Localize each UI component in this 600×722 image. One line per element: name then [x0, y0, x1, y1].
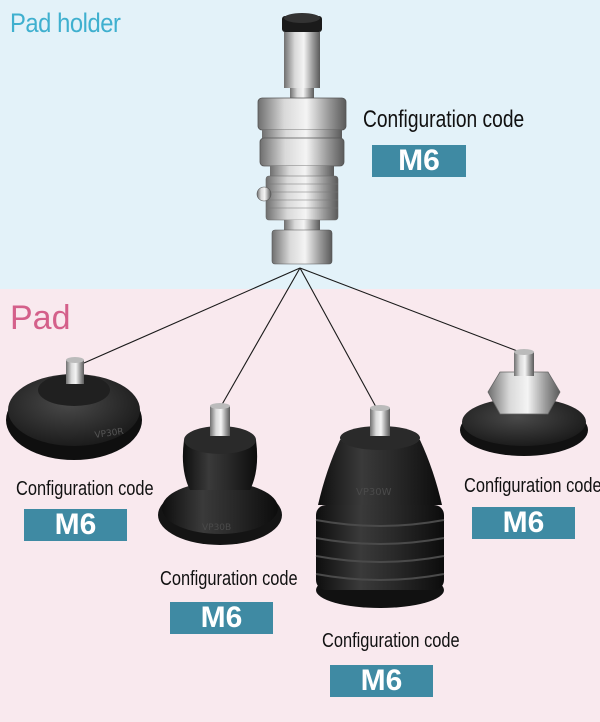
pad-section [0, 289, 600, 722]
holder-config-code: M6 [372, 145, 466, 177]
flat-pad-config-label: Configuration code [16, 478, 154, 500]
multi-bellows-pad-config-code: M6 [330, 665, 433, 697]
holder-config-label: Configuration code [363, 106, 525, 133]
multi-bellows-pad-marking: VP30W [356, 487, 392, 498]
bellows-pad-config-label: Configuration code [160, 568, 298, 590]
multi-bellows-pad-config-label: Configuration code [322, 630, 460, 652]
connector-lines [83, 267, 521, 409]
flat-pad-config-code: M6 [24, 509, 127, 541]
pad-holder-image [256, 13, 347, 265]
bellows-pad-image: VP30B [158, 403, 282, 545]
hex-flat-pad-config-code: M6 [472, 507, 575, 539]
bellows-pad-config-code: M6 [170, 602, 273, 634]
pad-holder-title: Pad holder [10, 8, 121, 38]
bellows-pad-marking: VP30B [202, 523, 231, 533]
multi-bellows-pad-image: VP30W [315, 405, 445, 608]
flat-pad-image: VP30R [6, 357, 142, 460]
hex-flat-pad-image [460, 349, 588, 456]
flat-pad-marking: VP30R [94, 427, 124, 441]
hex-flat-pad-config-label: Configuration code [464, 475, 600, 497]
pad-title: Pad [10, 299, 71, 337]
